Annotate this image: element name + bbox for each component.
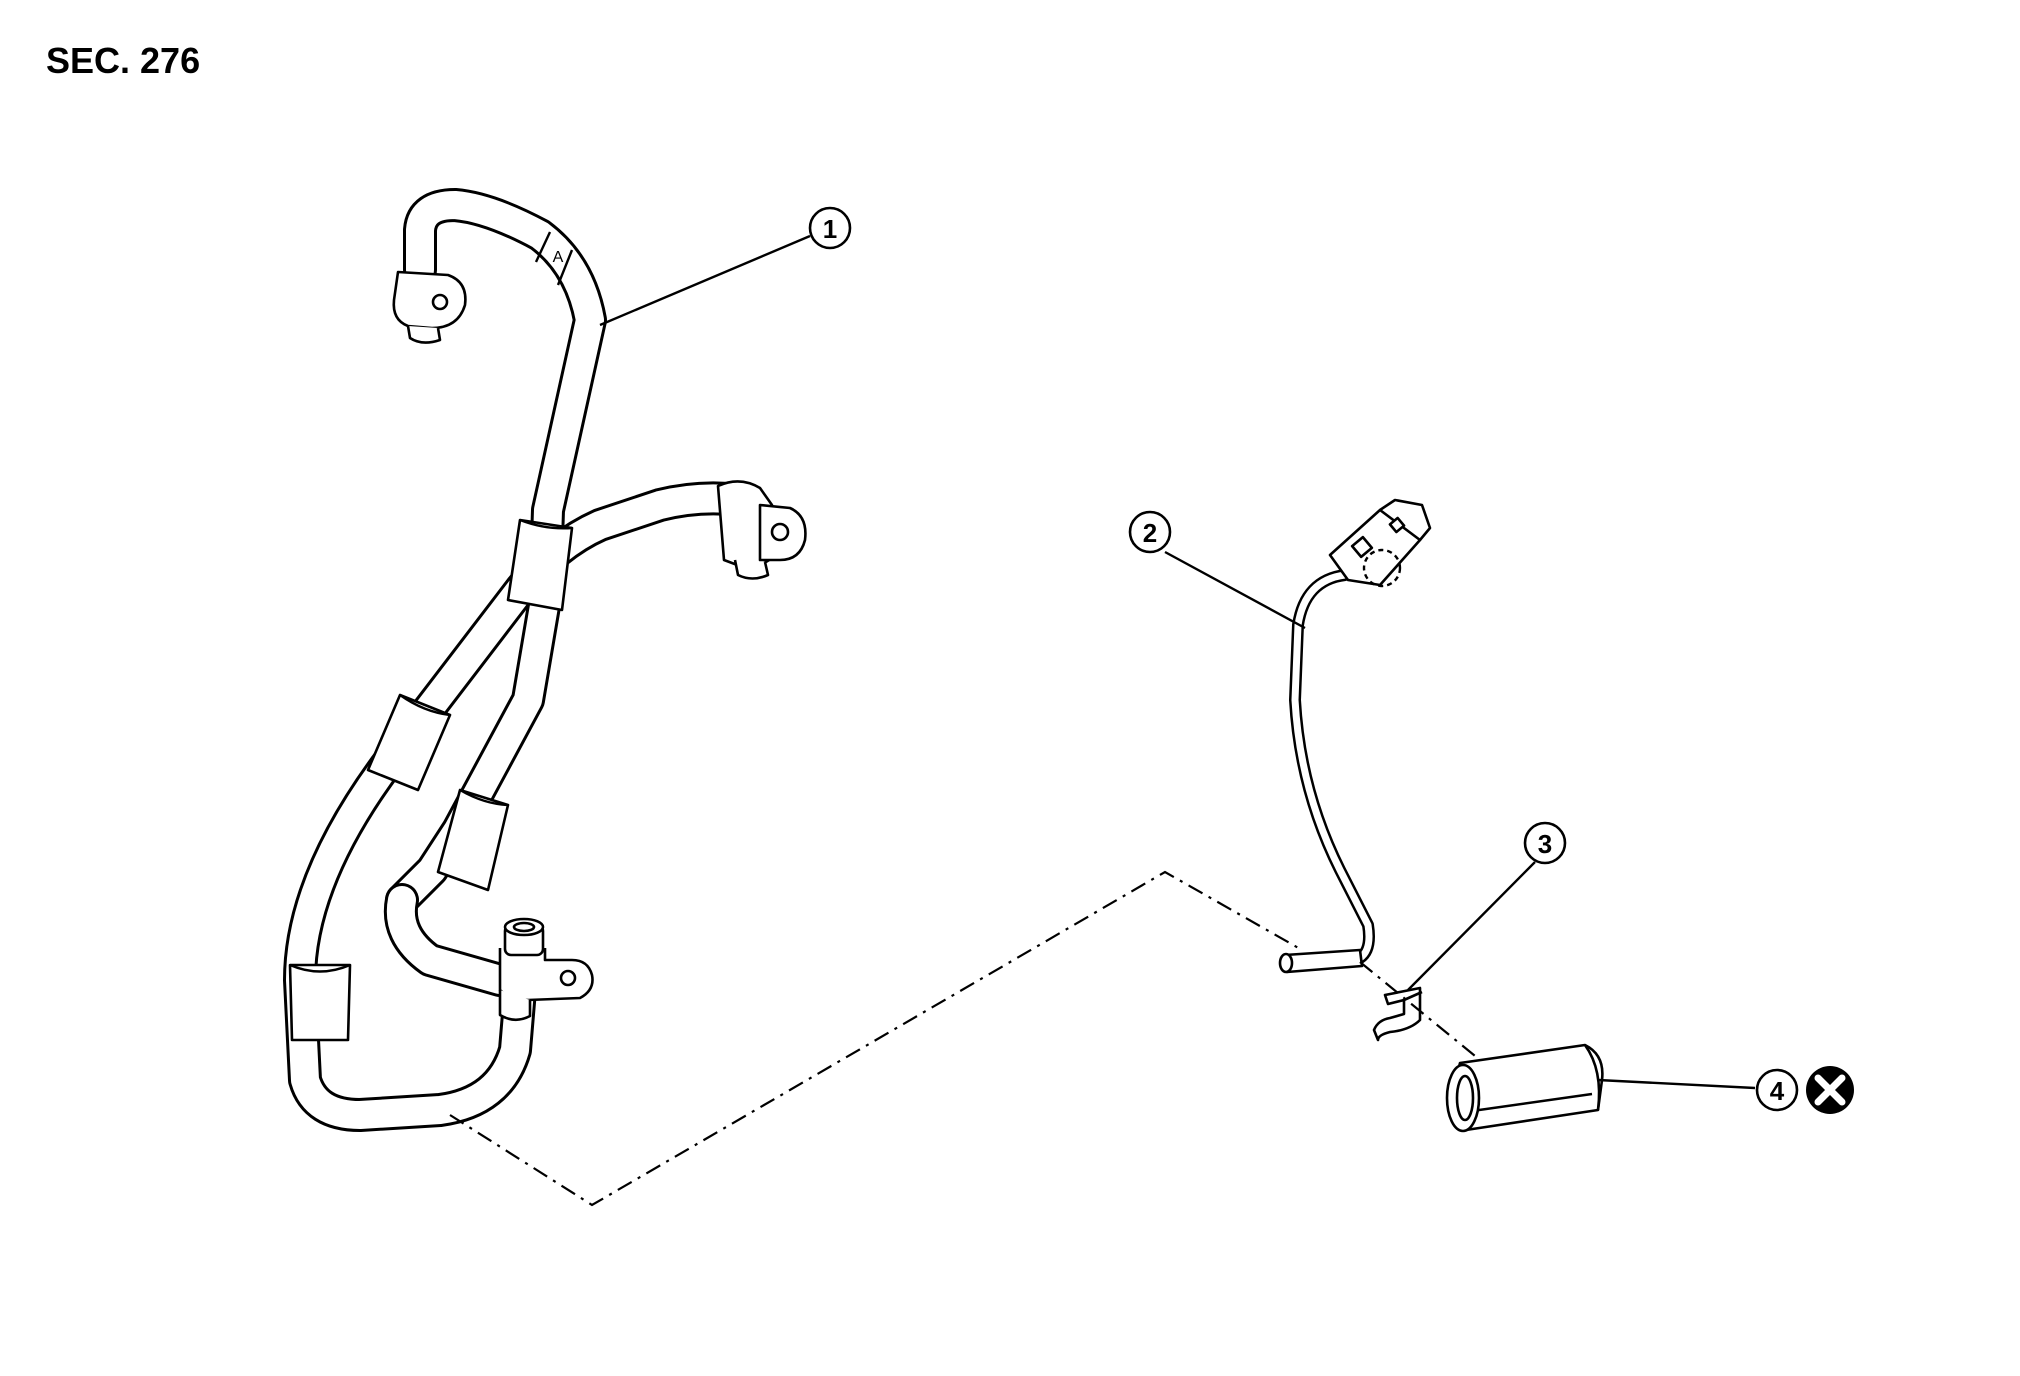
pipe-assembly: A [283, 188, 807, 1132]
protector-sleeve [1445, 1043, 1604, 1133]
pipe-clamp-mid-right [436, 788, 510, 892]
pipe-clamp-mid-left [366, 693, 452, 792]
callout-3: 3 [1523, 821, 1567, 865]
pipe-clamp-lower [288, 963, 352, 1042]
svg-text:1: 1 [823, 214, 837, 244]
pipe-fitting-lower [498, 917, 594, 1022]
sensor-tip [1278, 948, 1364, 974]
sensor-harness [1278, 498, 1432, 974]
sensor-clip [1372, 986, 1423, 1042]
leader-lines [599, 234, 1756, 1090]
pipe-fitting-upper-left [392, 270, 467, 344]
section-label: SEC. 276 [46, 40, 201, 81]
svg-text:4: 4 [1770, 1076, 1785, 1106]
pipe-fitting-right [716, 480, 807, 580]
pipe-clamp-upper [506, 518, 574, 612]
installation-reference-line [449, 870, 1481, 1207]
do-not-reuse-icon [1806, 1066, 1854, 1114]
callout-1: 1 [808, 206, 852, 250]
harness-connector [1328, 498, 1432, 588]
pipe-marking: A [553, 249, 564, 266]
svg-text:3: 3 [1538, 829, 1552, 859]
svg-text:2: 2 [1143, 518, 1157, 548]
callout-2: 2 [1128, 510, 1172, 554]
callout-4: 4 [1755, 1068, 1799, 1112]
